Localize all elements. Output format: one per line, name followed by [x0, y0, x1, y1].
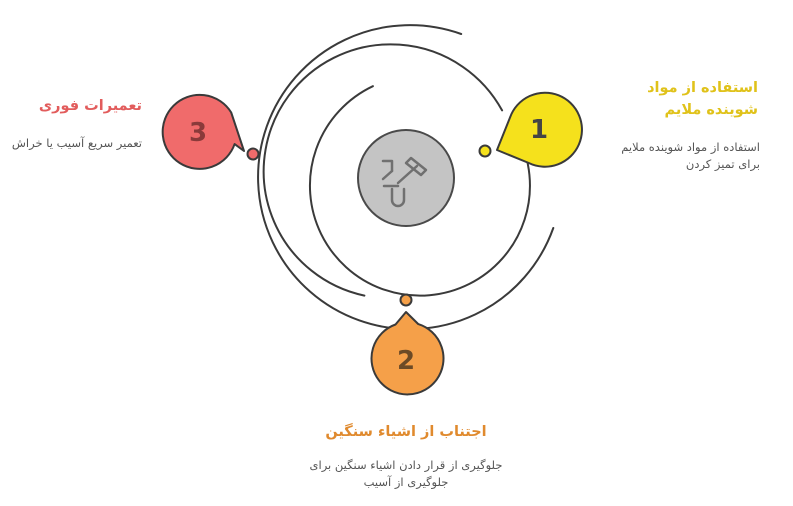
step-2-marker-dot: [399, 293, 413, 307]
step-1-description: استفاده از مواد شوینده ملایم برای تمیز ک…: [621, 140, 760, 171]
step-3-marker-dot: [246, 147, 260, 161]
step-3-bubble: [161, 93, 245, 170]
center-circle: [357, 129, 455, 227]
step-2-number: 2: [397, 346, 415, 376]
step-1-title: استفاده از مواد شوینده ملایم: [647, 80, 758, 118]
step-1-marker-dot: [478, 144, 492, 158]
step-1-number: 1: [530, 115, 548, 145]
middle-ring-arc: [262, 43, 504, 297]
wrench-nut-icon: [381, 156, 428, 208]
step-2-bubble: [370, 311, 445, 396]
step-3-number: 3: [189, 118, 207, 148]
step-3-description: تعمیر سریع آسیب یا خراش: [11, 136, 142, 150]
step-2-title: اجتناب از اشیاء سنگین: [325, 424, 487, 440]
step-1-bubble: [496, 91, 583, 168]
inner-ring-arc: [308, 85, 531, 297]
step-2-description: جلوگیری از قرار دادن اشیاء سنگین برای جل…: [309, 458, 503, 489]
step-3-title: تعمیرات فوری: [38, 98, 142, 114]
outer-ring-arc: [257, 24, 555, 331]
